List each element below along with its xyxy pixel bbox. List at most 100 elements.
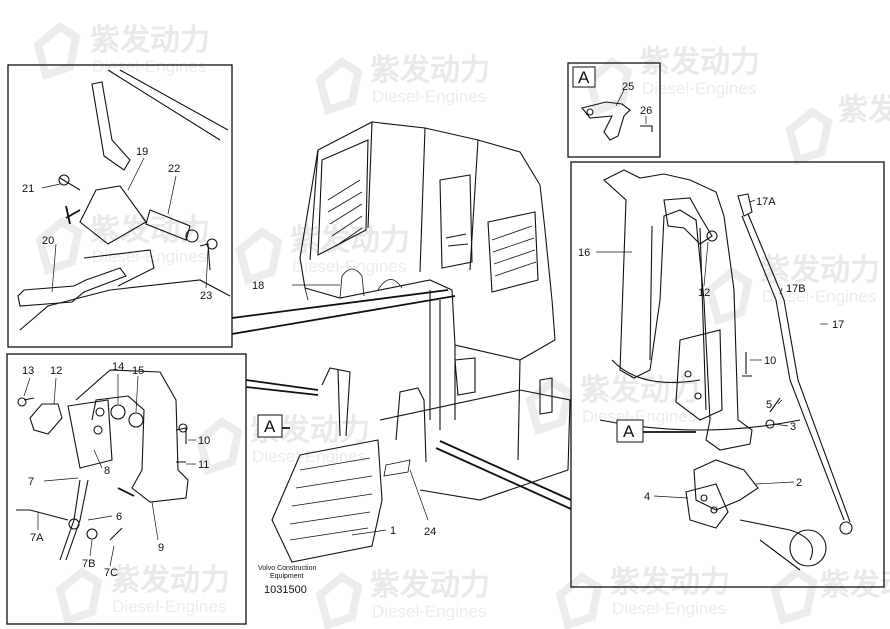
callout-3: 3 [790, 421, 796, 433]
leader-8 [93, 449, 103, 469]
bolt-head-10 [178, 423, 188, 433]
detail-A-box: A [567, 62, 661, 158]
watermark-en: Diesel-Engines [92, 57, 206, 76]
watermark-logo: 紫发动力 Diesel-Engines [35, 213, 210, 276]
callout-7: 7 [28, 476, 34, 488]
watermark-cn: 紫发动力 [838, 93, 890, 128]
leader-7C [109, 545, 115, 567]
washer-7B [86, 528, 98, 540]
hole [684, 370, 692, 378]
leader-5 [777, 399, 783, 405]
latch-body [29, 403, 63, 435]
watermark-en: Diesel-Engines [112, 597, 226, 616]
leader-9 [151, 501, 159, 541]
watermark-en: Diesel-Engines [762, 287, 876, 306]
callout-2: 2 [796, 477, 802, 489]
zoom-connector-lines [231, 289, 572, 510]
frame-posts [429, 290, 521, 461]
leader-4 [653, 495, 689, 499]
watermark-en: Diesel-Engines [252, 447, 366, 466]
watermark-en: Diesel-Engines [372, 87, 486, 106]
callout-12: 12 [50, 365, 62, 377]
watermark-logo: 紫发动力 Diesel-Engines [55, 563, 230, 626]
callout-16: 16 [578, 247, 590, 259]
door-lower-edge [19, 279, 231, 331]
zoom-line-right [435, 447, 572, 510]
frame-body [379, 389, 571, 501]
handrail-inner [649, 225, 707, 411]
leader-7 [43, 477, 79, 482]
leader-20 [51, 243, 57, 293]
leader-17A [749, 199, 756, 203]
watermark-logo: 紫发动力 Diesel-Engines [585, 45, 760, 116]
leader-lines [23, 89, 828, 567]
hinge-bracket [79, 185, 147, 245]
callout-10-right: 10 [764, 355, 776, 367]
watermark-logo: 紫发动力 [785, 93, 890, 166]
bolt-head-23 [206, 238, 218, 250]
access-steps [271, 439, 383, 563]
handrail-right [395, 387, 427, 463]
leader-2 [755, 481, 795, 485]
cab-vent-slats [327, 179, 363, 247]
callout-19: 19 [136, 146, 148, 158]
callout-8: 8 [104, 465, 110, 477]
leader-22 [167, 175, 177, 215]
strut-end-17A [737, 193, 753, 217]
step-treads [289, 457, 373, 541]
leader-15 [135, 375, 139, 413]
callout-17: 17 [832, 319, 844, 331]
detail-box-upper-left [7, 64, 233, 348]
gas-strut-17B [741, 213, 851, 523]
washer-15 [128, 412, 144, 428]
washer-3 [765, 419, 775, 429]
watermark-layer: 紫发动力 Diesel-Engines 紫发动力 Diesel-Engines … [33, 22, 890, 629]
watermark-cn: 紫发动力 [610, 565, 730, 600]
pivot-disc [789, 529, 827, 567]
detail-box-frame [7, 64, 233, 348]
clevis [68, 518, 80, 530]
callout-26: 26 [640, 105, 652, 117]
watermark-en: Diesel-Engines [292, 257, 406, 276]
catch-base [83, 249, 155, 287]
leader-6 [87, 515, 113, 521]
callout-20: 20 [42, 235, 54, 247]
door-edge [107, 69, 229, 141]
callout-24: 24 [424, 526, 436, 538]
watermark-logo: 紫发动力 Diesel-Engines [705, 253, 880, 326]
callout-5: 5 [766, 399, 772, 411]
callout-4: 4 [644, 491, 650, 503]
credit-line-2: Equipment [270, 573, 304, 580]
leader-12-right [703, 241, 709, 287]
catch-plate [17, 267, 127, 307]
detail-letter: A [264, 417, 276, 436]
watermark-cn: 紫发动力 [370, 568, 490, 603]
callout-22: 22 [168, 163, 180, 175]
detail-box-frame [567, 62, 661, 158]
hinge-block-4 [685, 483, 729, 529]
hole [586, 108, 594, 116]
callout-18: 18 [252, 280, 264, 292]
watermark-en: Diesel-Engines [582, 407, 696, 426]
spring [117, 487, 135, 497]
bolt-shafts [23, 397, 187, 463]
washer-14 [110, 404, 126, 420]
cab-window [439, 174, 473, 269]
watermark-cn: 紫发动力 [90, 23, 210, 58]
bolt-shafts [59, 177, 211, 271]
callout-17A: 17A [756, 196, 776, 208]
detail-box-lower-left [6, 353, 247, 625]
watermark-cn: 紫发动力 [370, 53, 490, 88]
cab-side-panel [317, 139, 369, 256]
watermark-logo: 紫发动力 Diesel-Engines [195, 413, 370, 476]
cotter-7C [109, 527, 123, 541]
callout-labels: 18 1 24 19 22 21 20 23 13 12 14 15 10 11… [22, 81, 844, 579]
latch-lever [91, 81, 131, 171]
callout-13: 13 [22, 365, 34, 377]
watermark-cn: 紫发动力 [110, 563, 230, 598]
callout-9: 9 [158, 542, 164, 554]
hole [710, 506, 718, 514]
zoom-line-right-upper [439, 440, 572, 501]
watermark-logo: 紫发动力 Diesel-Engines [33, 22, 210, 81]
